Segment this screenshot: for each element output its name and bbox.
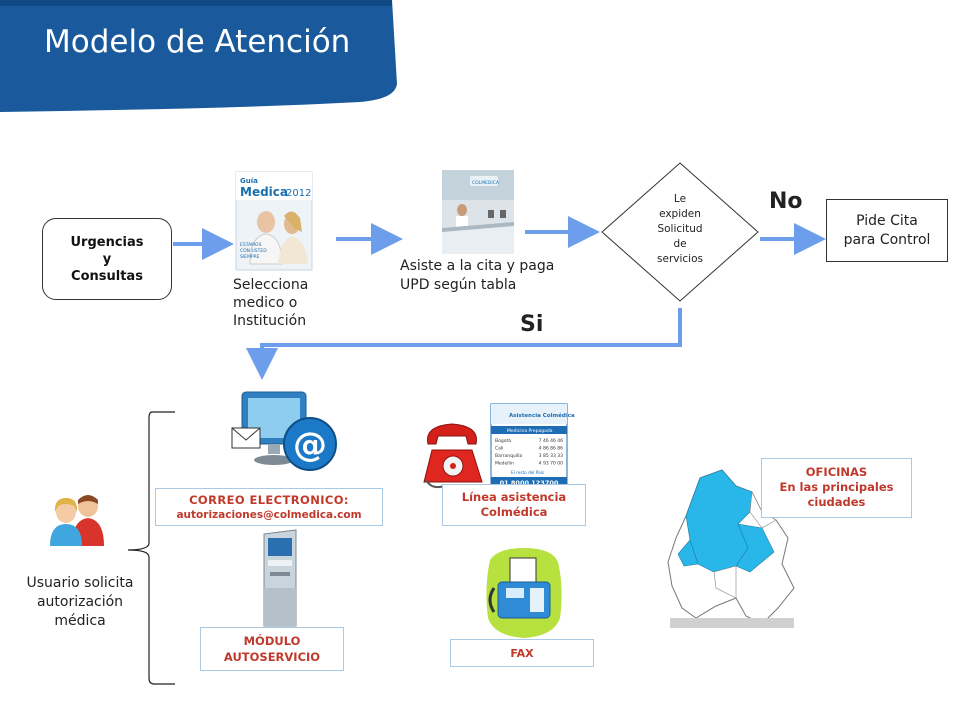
correo-electronico-box: CORREO ELECTRONICO: autorizaciones@colme… [155, 488, 383, 526]
guia-brand-main: Medica [240, 185, 288, 199]
asistencia-row-city: Cali [495, 446, 503, 452]
usuario-line-2: autorización [36, 594, 124, 610]
users-icon [50, 495, 104, 546]
email-computer-icon: @ [231, 391, 337, 471]
selecciona-line-3: Institución [233, 313, 307, 329]
asistencia-card-image: Asistencia Colmédica Medicina Prepagada … [490, 403, 575, 489]
svg-text:@: @ [293, 425, 327, 465]
decision-line-3: Solicitud [657, 223, 703, 235]
guia-tagline-3: SIEMPRE [240, 254, 260, 260]
asistencia-footer-phone: 01 8000 123700 [500, 479, 559, 487]
asistencia-row-phone: 4 93 70 00 [539, 461, 563, 467]
decision-line-2: expiden [659, 208, 701, 220]
usuario-line-1: Usuario solicita [26, 575, 134, 591]
at-sign-icon: @ [283, 417, 337, 471]
si-label: Si [520, 312, 544, 337]
decision-text: Le expiden Solicitud de servicios [640, 192, 720, 267]
asistencia-row-city: Bogotá [495, 437, 511, 444]
oficinas-box: OFICINAS En las principales ciudades [761, 458, 912, 518]
header-banner [0, 0, 397, 112]
linea-line-1: Línea asistencia [461, 490, 567, 504]
oficinas-line-1: OFICINAS [805, 465, 868, 479]
oficinas-line-3: ciudades [807, 495, 866, 509]
guia-tagline-1: ESTAMOS [240, 242, 262, 248]
usuario-line-3: médica [54, 613, 106, 629]
selecciona-line-2: medico o [233, 295, 298, 311]
no-label: No [769, 189, 803, 214]
modulo-autoservicio-box: MÓDULO AUTOSERVICIO [200, 627, 344, 671]
urgencias-line-1: Urgencias [70, 234, 144, 250]
asistencia-card-rows: Bogotá 7 46 46 46 Cali 4 86 86 86 Barranquil… [495, 437, 563, 467]
guia-medica-cover-image: Guía Medica 2012 ESTAMOS CON USTED SIEMP… [235, 171, 313, 271]
asistencia-row-city: Barranquilla [495, 453, 523, 459]
reception-logo-text: COLMEDICA [472, 180, 500, 186]
email-envelope-icon [231, 427, 261, 449]
decision-line-4: de [673, 238, 687, 250]
modulo-line-1: MÓDULO [243, 634, 301, 648]
asistencia-footer-label: El resto del País [511, 470, 544, 475]
channels-bracket [127, 411, 175, 685]
kiosk-icon [263, 529, 297, 627]
page-title: Modelo de Atención [44, 24, 351, 60]
colombia-map-icon [667, 469, 795, 628]
decision-line-5: servicios [657, 253, 703, 265]
correo-email[interactable]: autorizaciones@colmedica.com [176, 509, 362, 521]
selecciona-line-1: Selecciona [233, 277, 309, 293]
asistencia-row-city: Medellín [495, 460, 514, 467]
urgencias-line-3: Consultas [71, 268, 143, 284]
urgencias-consultas-box: Urgencias y Consultas [42, 218, 172, 300]
usuario-solicita-label: Usuario solicita autorización médica [8, 574, 152, 631]
guia-year: 2012 [286, 188, 311, 199]
pide-line-2: para Control [843, 231, 931, 248]
selecciona-label: Selecciona medico o Institución [233, 276, 308, 330]
modulo-line-2: AUTOSERVICIO [223, 650, 321, 664]
phone-icon [423, 423, 483, 489]
asiste-label: Asiste a la cita y paga UPD según tabla [400, 257, 554, 295]
fax-box: FAX [450, 639, 594, 667]
linea-asistencia-box: Línea asistencia Colmédica [442, 484, 586, 526]
asistencia-row-phone: 4 86 86 86 [539, 446, 563, 452]
correo-title: CORREO ELECTRONICO: [189, 493, 349, 507]
urgencias-line-2: y [102, 251, 112, 267]
guia-brand-top: Guía [240, 177, 258, 185]
pide-cita-box: Pide Cita para Control [826, 199, 948, 262]
arrow-si-path [246, 308, 682, 380]
decision-line-1: Le [673, 193, 687, 205]
asistencia-row-phone: 7 46 46 46 [539, 438, 563, 444]
asistencia-card-subtitle: Medicina Prepagada [507, 428, 553, 434]
linea-line-2: Colmédica [480, 505, 548, 519]
decision-diamond [601, 162, 759, 302]
asistencia-card-title: Asistencia Colmédica [509, 412, 575, 419]
pide-line-1: Pide Cita [856, 212, 918, 229]
asiste-line-1: Asiste a la cita y paga [400, 258, 555, 274]
fax-icon [486, 548, 562, 638]
asiste-line-2: UPD según tabla [400, 277, 517, 293]
asistencia-row-phone: 3 85 33 33 [539, 453, 563, 459]
oficinas-line-2: En las principales [779, 480, 894, 494]
reception-photo-image: COLMEDICA [442, 170, 514, 254]
guia-tagline-2: CON USTED [240, 248, 267, 254]
